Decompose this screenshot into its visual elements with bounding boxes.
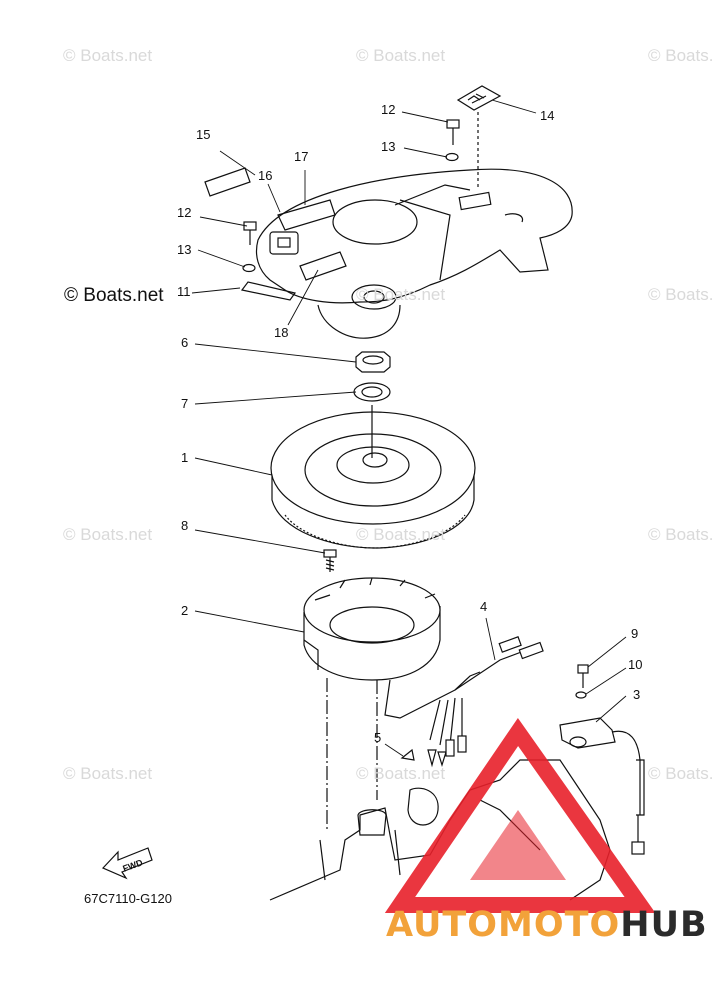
washer-13-top	[445, 152, 459, 162]
decal-14	[456, 85, 502, 190]
callout-16: 16	[258, 168, 272, 183]
watermark: © Boats.net	[356, 525, 446, 544]
watermark-main: © Boats.net	[64, 285, 164, 306]
watermark: © Boats.net	[63, 525, 153, 544]
callout-15: 15	[196, 127, 210, 142]
callout-12-left: 12	[177, 205, 191, 220]
watermark: © Boats.net	[63, 46, 153, 65]
brand-part2: HUB	[620, 905, 708, 945]
callout-12-top: 12	[381, 102, 395, 117]
callout-4: 4	[480, 599, 487, 614]
callout-17: 17	[294, 149, 308, 164]
callout-5: 5	[374, 730, 381, 745]
callout-7: 7	[181, 396, 188, 411]
watermark: © Boats.net	[63, 764, 153, 783]
callout-13-top: 13	[381, 139, 395, 154]
brand-part1: AUTOMOTO	[386, 905, 621, 945]
bolt-8	[323, 549, 337, 572]
flywheel-cover	[240, 168, 573, 339]
callout-2: 2	[181, 603, 188, 618]
label-15	[204, 167, 251, 197]
callout-9: 9	[631, 626, 638, 641]
watermark: © Boats.net	[648, 46, 714, 65]
watermark: © Boats.net	[356, 285, 446, 304]
brand-wordmark: AUTOMOTOHUB	[386, 905, 708, 945]
watermark: © Boats.net	[648, 285, 714, 304]
callout-13-left: 13	[177, 242, 191, 257]
watermark: © Boats.net	[648, 764, 714, 783]
callout-14: 14	[540, 108, 554, 123]
fwd-arrow-icon: FWD	[101, 847, 153, 880]
stator	[303, 577, 441, 830]
callout-8: 8	[181, 518, 188, 533]
automotohub-logo-icon	[384, 717, 656, 913]
callout-11: 11	[177, 284, 191, 299]
flywheel-nut	[355, 351, 391, 373]
wire-harness	[384, 636, 544, 768]
callout-10: 10	[628, 657, 642, 672]
bolt-12-left	[243, 221, 257, 245]
clip	[400, 748, 415, 761]
callout-numbers: 1 2 3 4 5 6 7 8 9 10 11 12 12 13 13 14 1…	[177, 102, 642, 745]
callout-3: 3	[633, 687, 640, 702]
bolt-12-top	[446, 119, 460, 145]
flywheel-washer	[353, 382, 391, 402]
callout-6: 6	[181, 335, 188, 350]
watermark: © Boats.net	[356, 46, 446, 65]
watermark: © Boats.net	[356, 764, 446, 783]
callout-1: 1	[181, 450, 188, 465]
flywheel	[270, 405, 476, 549]
callout-18: 18	[274, 325, 288, 340]
washer-13-left	[242, 263, 256, 273]
diagram-code: 67C7110-G120	[84, 891, 172, 906]
watermark: © Boats.net	[648, 525, 714, 544]
pulser-coil	[559, 664, 645, 855]
